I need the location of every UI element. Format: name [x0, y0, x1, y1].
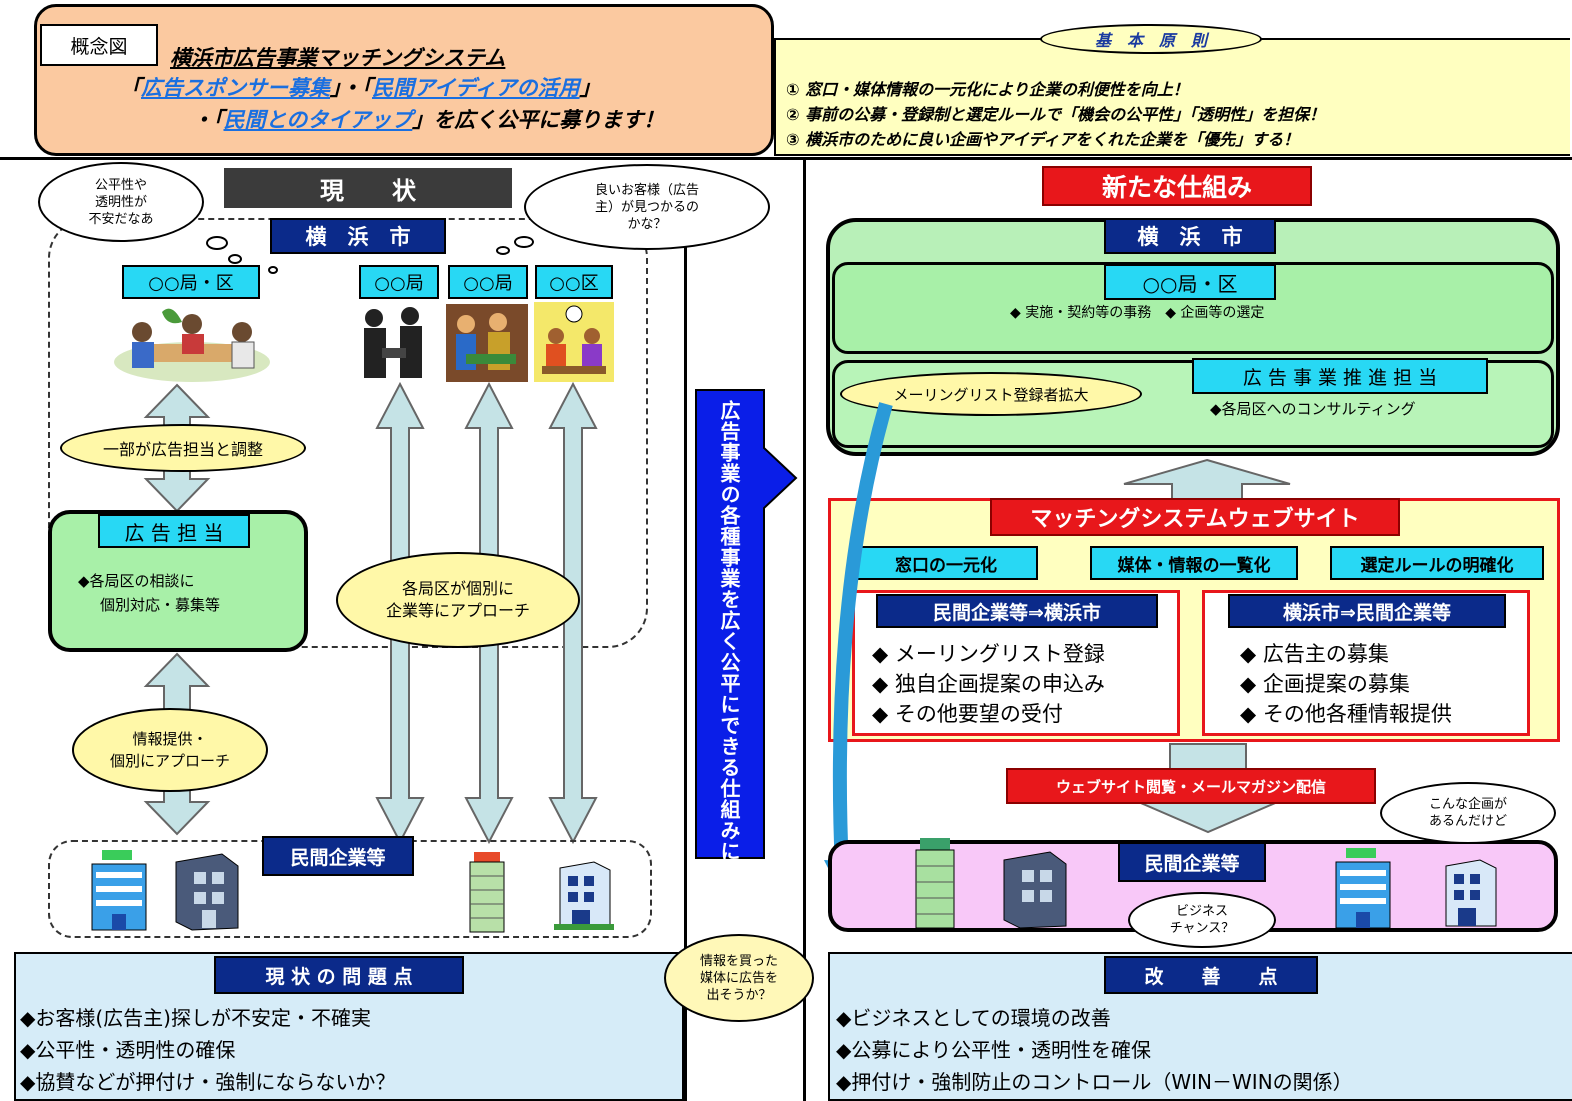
cloud-tail-4	[514, 236, 534, 248]
center-divider	[803, 157, 806, 1101]
right-flow-item-2: ◆ 企画提案の募集	[1240, 672, 1410, 696]
meeting-desk-icon	[534, 302, 614, 382]
building-icon-6	[1003, 851, 1067, 929]
principle-3: ③ 横浜市のために良い企画やアイディアをくれた企業を「優先」する！	[786, 130, 1300, 149]
principle-2: ② 事前の公募・登録制と選定ルールで「機会の公平性」「透明性」を担保！	[786, 105, 1326, 124]
improvements-title: 改 善 点	[1104, 956, 1318, 994]
problem-3: ◆協賛などが押付け・強制にならないか？	[20, 1070, 396, 1094]
new-system-heading: 新たな仕組み	[1042, 166, 1312, 206]
improvement-3: ◆押付け・強制防止のコントロール（WIN－WINの関係）	[836, 1070, 1353, 1094]
left-flow-item-3: ◆ その他要望の受付	[872, 702, 1063, 726]
cloud-fairness: 公平性や 透明性が 不安だなあ	[38, 162, 204, 242]
new-companies-label: 民間企業等	[1118, 842, 1266, 882]
feature-media-list: 媒体・情報の一覧化	[1090, 546, 1298, 580]
current-heading: 現 状	[224, 168, 512, 208]
cloud-tail-2	[228, 254, 242, 264]
left-flow-item-1: ◆ メーリングリスト登録	[872, 642, 1105, 666]
info-line-2: 個別にアプローチ	[109, 752, 230, 770]
building-icon-3	[469, 852, 505, 933]
mailing-expand-bubble: メーリングリスト登録者拡大	[840, 372, 1142, 416]
new-bureau-tasks: ◆ 実施・契約等の事務 ◆ 企画等の選定	[1010, 305, 1265, 321]
concept-tag: 概念図	[40, 24, 158, 66]
problem-2: ◆公平性・透明性の確保	[20, 1038, 236, 1062]
improvement-2: ◆公募により公平性・透明性を確保	[836, 1038, 1151, 1062]
ad-staff-line-2: 個別対応・募集等	[100, 596, 221, 614]
building-icon-2	[175, 853, 239, 931]
cloud-business: ビジネス チャンス？	[1128, 892, 1276, 948]
bureau-label-c: ○○局	[448, 265, 528, 299]
new-bureau-label: ○○局・区	[1104, 264, 1276, 300]
cloud-tail-1	[206, 236, 228, 250]
left-divider	[684, 232, 687, 1101]
meeting-silhouette-icon	[364, 307, 422, 378]
building-icon-5	[915, 838, 955, 929]
left-flow-title: 民間企業等⇒横浜市	[876, 594, 1158, 628]
cloud-buy-media: 情報を買った 媒体に広告を 出そうか？	[664, 934, 814, 1022]
building-icon-1	[91, 850, 147, 931]
ad-staff-title: 広 告 担 当	[98, 514, 250, 548]
promo-line: ◆各局区へのコンサルティング	[1210, 400, 1416, 418]
info-line-1: 情報提供・	[132, 730, 208, 748]
building-icon-4	[554, 861, 614, 930]
current-city-label: 横 浜 市	[270, 218, 446, 254]
center-vertical-text: 広告事業の各種事業を広く公平にできる仕組みに	[717, 400, 741, 862]
meeting-group-icon	[446, 304, 528, 382]
adjust-bubble: 一部が広告担当と調整	[60, 424, 306, 472]
ad-staff-line-1: ◆各局区の相談に	[78, 572, 195, 590]
principles-title: 基 本 原 則	[1040, 24, 1262, 54]
meeting-illustration-icon	[114, 308, 270, 382]
left-flow-item-2: ◆ 独自企画提案の申込み	[872, 672, 1105, 696]
new-city-label: 横 浜 市	[1104, 218, 1276, 254]
cloud-plan: こんな企画が あるんだけど	[1380, 782, 1556, 844]
bureau-label-d: ○○区	[535, 265, 613, 299]
right-flow-item-1: ◆ 広告主の募集	[1240, 642, 1389, 666]
cloud-customer: 良いお客様（広告 主）が見つかるの かな？	[524, 164, 770, 250]
approach-line-2: 企業等にアプローチ	[385, 601, 530, 620]
problems-title: 現 状 の 問 題 点	[214, 956, 464, 994]
approach-bubble: 各局区が個別に 企業等にアプローチ	[336, 552, 580, 648]
right-flow-item-3: ◆ その他各種情報提供	[1240, 702, 1452, 726]
bureau-label-b: ○○局	[359, 265, 439, 299]
approach-line-1: 各局区が個別に	[401, 579, 514, 598]
info-bubble: 情報提供・ 個別にアプローチ	[72, 708, 268, 792]
improvement-1: ◆ビジネスとしての環境の改善	[836, 1006, 1111, 1030]
bureau-label-a: ○○局・区	[122, 265, 260, 299]
arrow-city-website	[1123, 458, 1291, 503]
current-companies-label: 民間企業等	[262, 836, 414, 876]
feature-rules: 選定ルールの明確化	[1330, 546, 1544, 580]
right-flow-title: 横浜市⇒民間企業等	[1228, 594, 1506, 628]
building-icon-7	[1335, 848, 1391, 929]
promo-title: 広 告 事 業 推 進 担 当	[1192, 358, 1488, 394]
building-icon-8	[1445, 859, 1497, 927]
browse-label: ウェブサイト閲覧・メールマガジン配信	[1006, 768, 1376, 804]
principles-panel	[774, 38, 1570, 156]
page-title: 横浜市広告事業マッチングシステム	[170, 46, 506, 70]
header-subtitle-2: ・「民間とのタイアップ」を広く公平に募ります！	[192, 108, 665, 132]
cloud-tail-5	[496, 246, 510, 255]
problem-1: ◆お客様(広告主)探しが不安定・不確実	[20, 1006, 371, 1030]
website-title: マッチングシステムウェブサイト	[990, 498, 1400, 536]
header-subtitle-1: 「広告スポンサー募集」・「民間アイディアの活用」	[120, 76, 601, 100]
feature-window: 窓口の一元化	[854, 546, 1038, 580]
principle-1: ① 窓口・媒体情報の一元化により企業の利便性を向上！	[786, 80, 1189, 99]
center-big-arrow	[695, 389, 798, 859]
cloud-tail-3	[268, 266, 278, 274]
header-divider	[0, 157, 1572, 160]
